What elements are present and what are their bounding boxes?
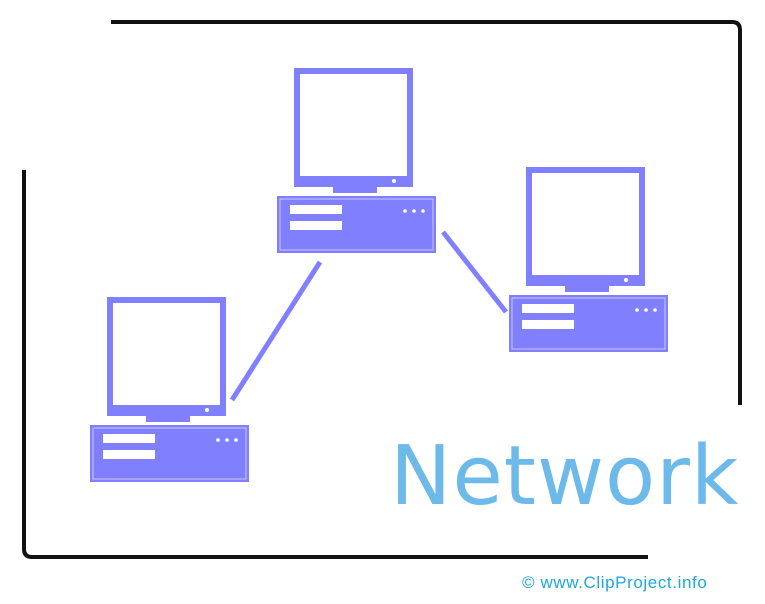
computer-top-icon — [276, 67, 437, 254]
frame-top-right — [111, 20, 742, 405]
network-link-right — [441, 230, 508, 314]
credit-link[interactable]: © www.ClipProject.info — [522, 573, 708, 592]
network-title: Network — [390, 429, 740, 524]
computer-right-icon — [508, 166, 669, 353]
frame-bottom-left — [22, 170, 648, 559]
computer-left-icon — [89, 296, 250, 483]
network-link-left — [229, 260, 323, 402]
